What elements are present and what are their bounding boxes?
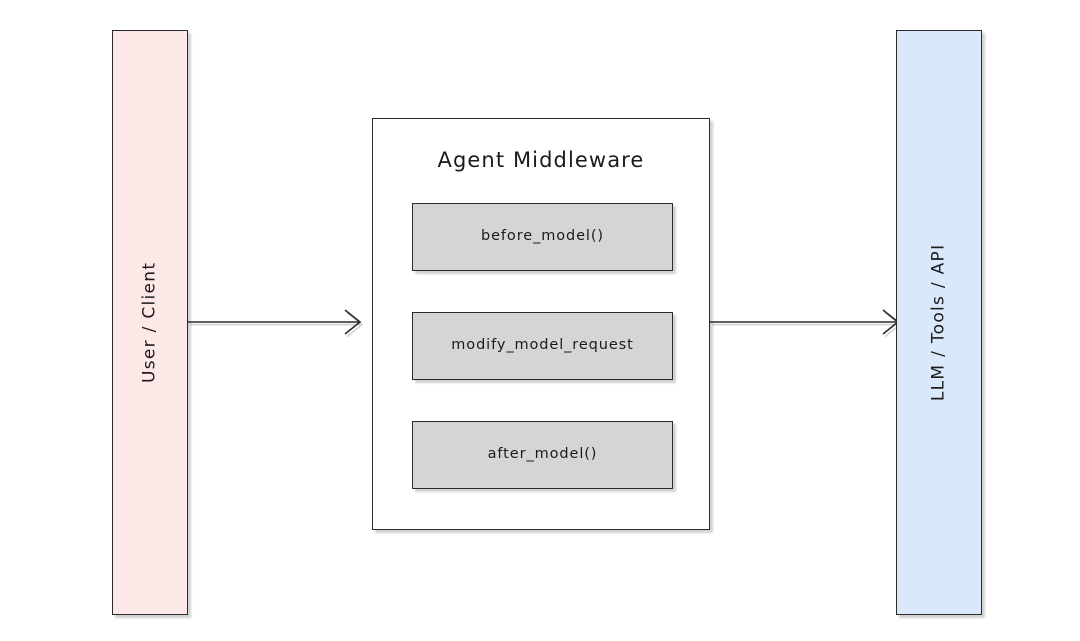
lane-user-client-label: User / Client	[139, 261, 160, 384]
step-before-model-label: before_model()	[481, 228, 604, 245]
step-modify-model-request[interactable]: modify_model_request	[412, 312, 673, 380]
lane-user-client[interactable]: User / Client	[112, 30, 188, 615]
agent-middleware-container[interactable]: Agent Middleware before_model() modify_m…	[372, 118, 710, 530]
lane-llm-tools-api[interactable]: LLM / Tools / API	[896, 30, 982, 615]
agent-middleware-title: Agent Middleware	[437, 148, 645, 172]
step-after-model[interactable]: after_model()	[412, 421, 673, 489]
connector-middleware-to-llm[interactable]	[710, 305, 905, 341]
step-after-model-label: after_model()	[487, 446, 598, 463]
step-before-model[interactable]: before_model()	[412, 203, 673, 271]
connector-user-to-middleware[interactable]	[188, 305, 374, 341]
step-modify-model-request-label: modify_model_request	[451, 337, 634, 354]
lane-llm-tools-api-label: LLM / Tools / API	[928, 243, 949, 402]
